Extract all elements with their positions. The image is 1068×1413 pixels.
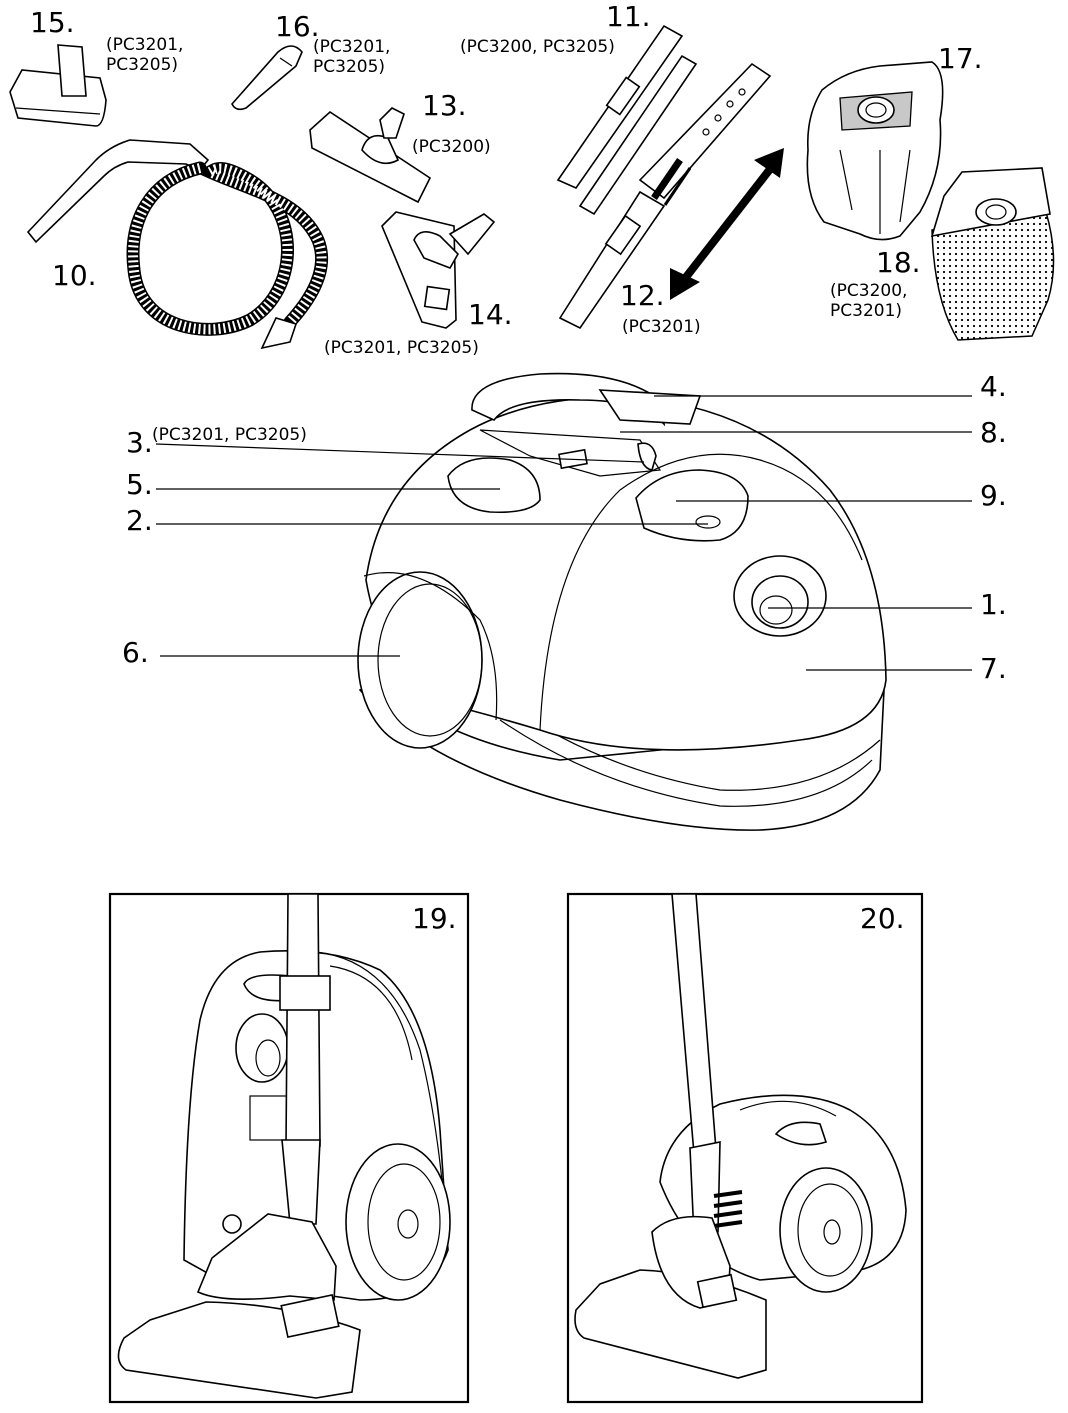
upholstery-nozzle-icon bbox=[9, 44, 107, 127]
vacuum-cleaner-icon bbox=[357, 372, 887, 831]
figure-20-number: 20. bbox=[860, 902, 905, 935]
tube-icon bbox=[556, 24, 772, 330]
label-15-number: 15. bbox=[30, 6, 75, 39]
figure-19-number: 19. bbox=[412, 902, 457, 935]
label-15-models-line2: PC3205) bbox=[106, 55, 178, 75]
label-3-models: (PC3201, PC3205) bbox=[152, 425, 307, 445]
label-10-number: 10. bbox=[52, 259, 97, 292]
label-18-models-line2: PC3201) bbox=[830, 301, 902, 321]
label-18-models-line1: (PC3200, bbox=[830, 281, 907, 301]
cloth-bag-icon bbox=[930, 167, 1055, 341]
combination-nozzle-icon bbox=[381, 211, 496, 329]
figure-20-panel bbox=[566, 892, 924, 1404]
label-16-models-line1: (PC3201, bbox=[313, 37, 390, 57]
label-13-models: (PC3200) bbox=[412, 137, 491, 157]
figure-19-panel bbox=[108, 892, 470, 1404]
label-13-number: 13. bbox=[422, 89, 467, 122]
double-arrow-icon bbox=[670, 148, 784, 300]
label-8-number: 8. bbox=[980, 416, 1007, 449]
label-17-number: 17. bbox=[938, 42, 983, 75]
label-4-number: 4. bbox=[980, 370, 1007, 403]
label-12-number: 12. bbox=[620, 279, 665, 312]
dust-bag-icon bbox=[806, 61, 944, 241]
label-15-models-line1: (PC3201, bbox=[106, 35, 183, 55]
label-16-number: 16. bbox=[275, 10, 320, 43]
label-2-number: 2. bbox=[126, 504, 153, 537]
label-6-number: 6. bbox=[122, 636, 149, 669]
hose-icon bbox=[26, 139, 329, 350]
label-14-number: 14. bbox=[468, 298, 513, 331]
label-1-number: 1. bbox=[980, 588, 1007, 621]
leader-lines bbox=[155, 395, 972, 671]
label-11-models: (PC3200, PC3205) bbox=[460, 37, 615, 57]
label-9-number: 9. bbox=[980, 479, 1007, 512]
label-18-number: 18. bbox=[876, 246, 921, 279]
label-14-models: (PC3201, PC3205) bbox=[324, 338, 479, 358]
label-11-number: 11. bbox=[606, 0, 651, 33]
crevice-tool-icon bbox=[231, 45, 303, 111]
leader-3 bbox=[155, 443, 645, 463]
label-7-number: 7. bbox=[980, 652, 1007, 685]
label-12-models: (PC3201) bbox=[622, 317, 701, 337]
floor-nozzle-icon bbox=[309, 107, 432, 204]
label-3-number: 3. bbox=[126, 426, 153, 459]
label-16-models-line2: PC3205) bbox=[313, 57, 385, 77]
label-5-number: 5. bbox=[126, 468, 153, 501]
